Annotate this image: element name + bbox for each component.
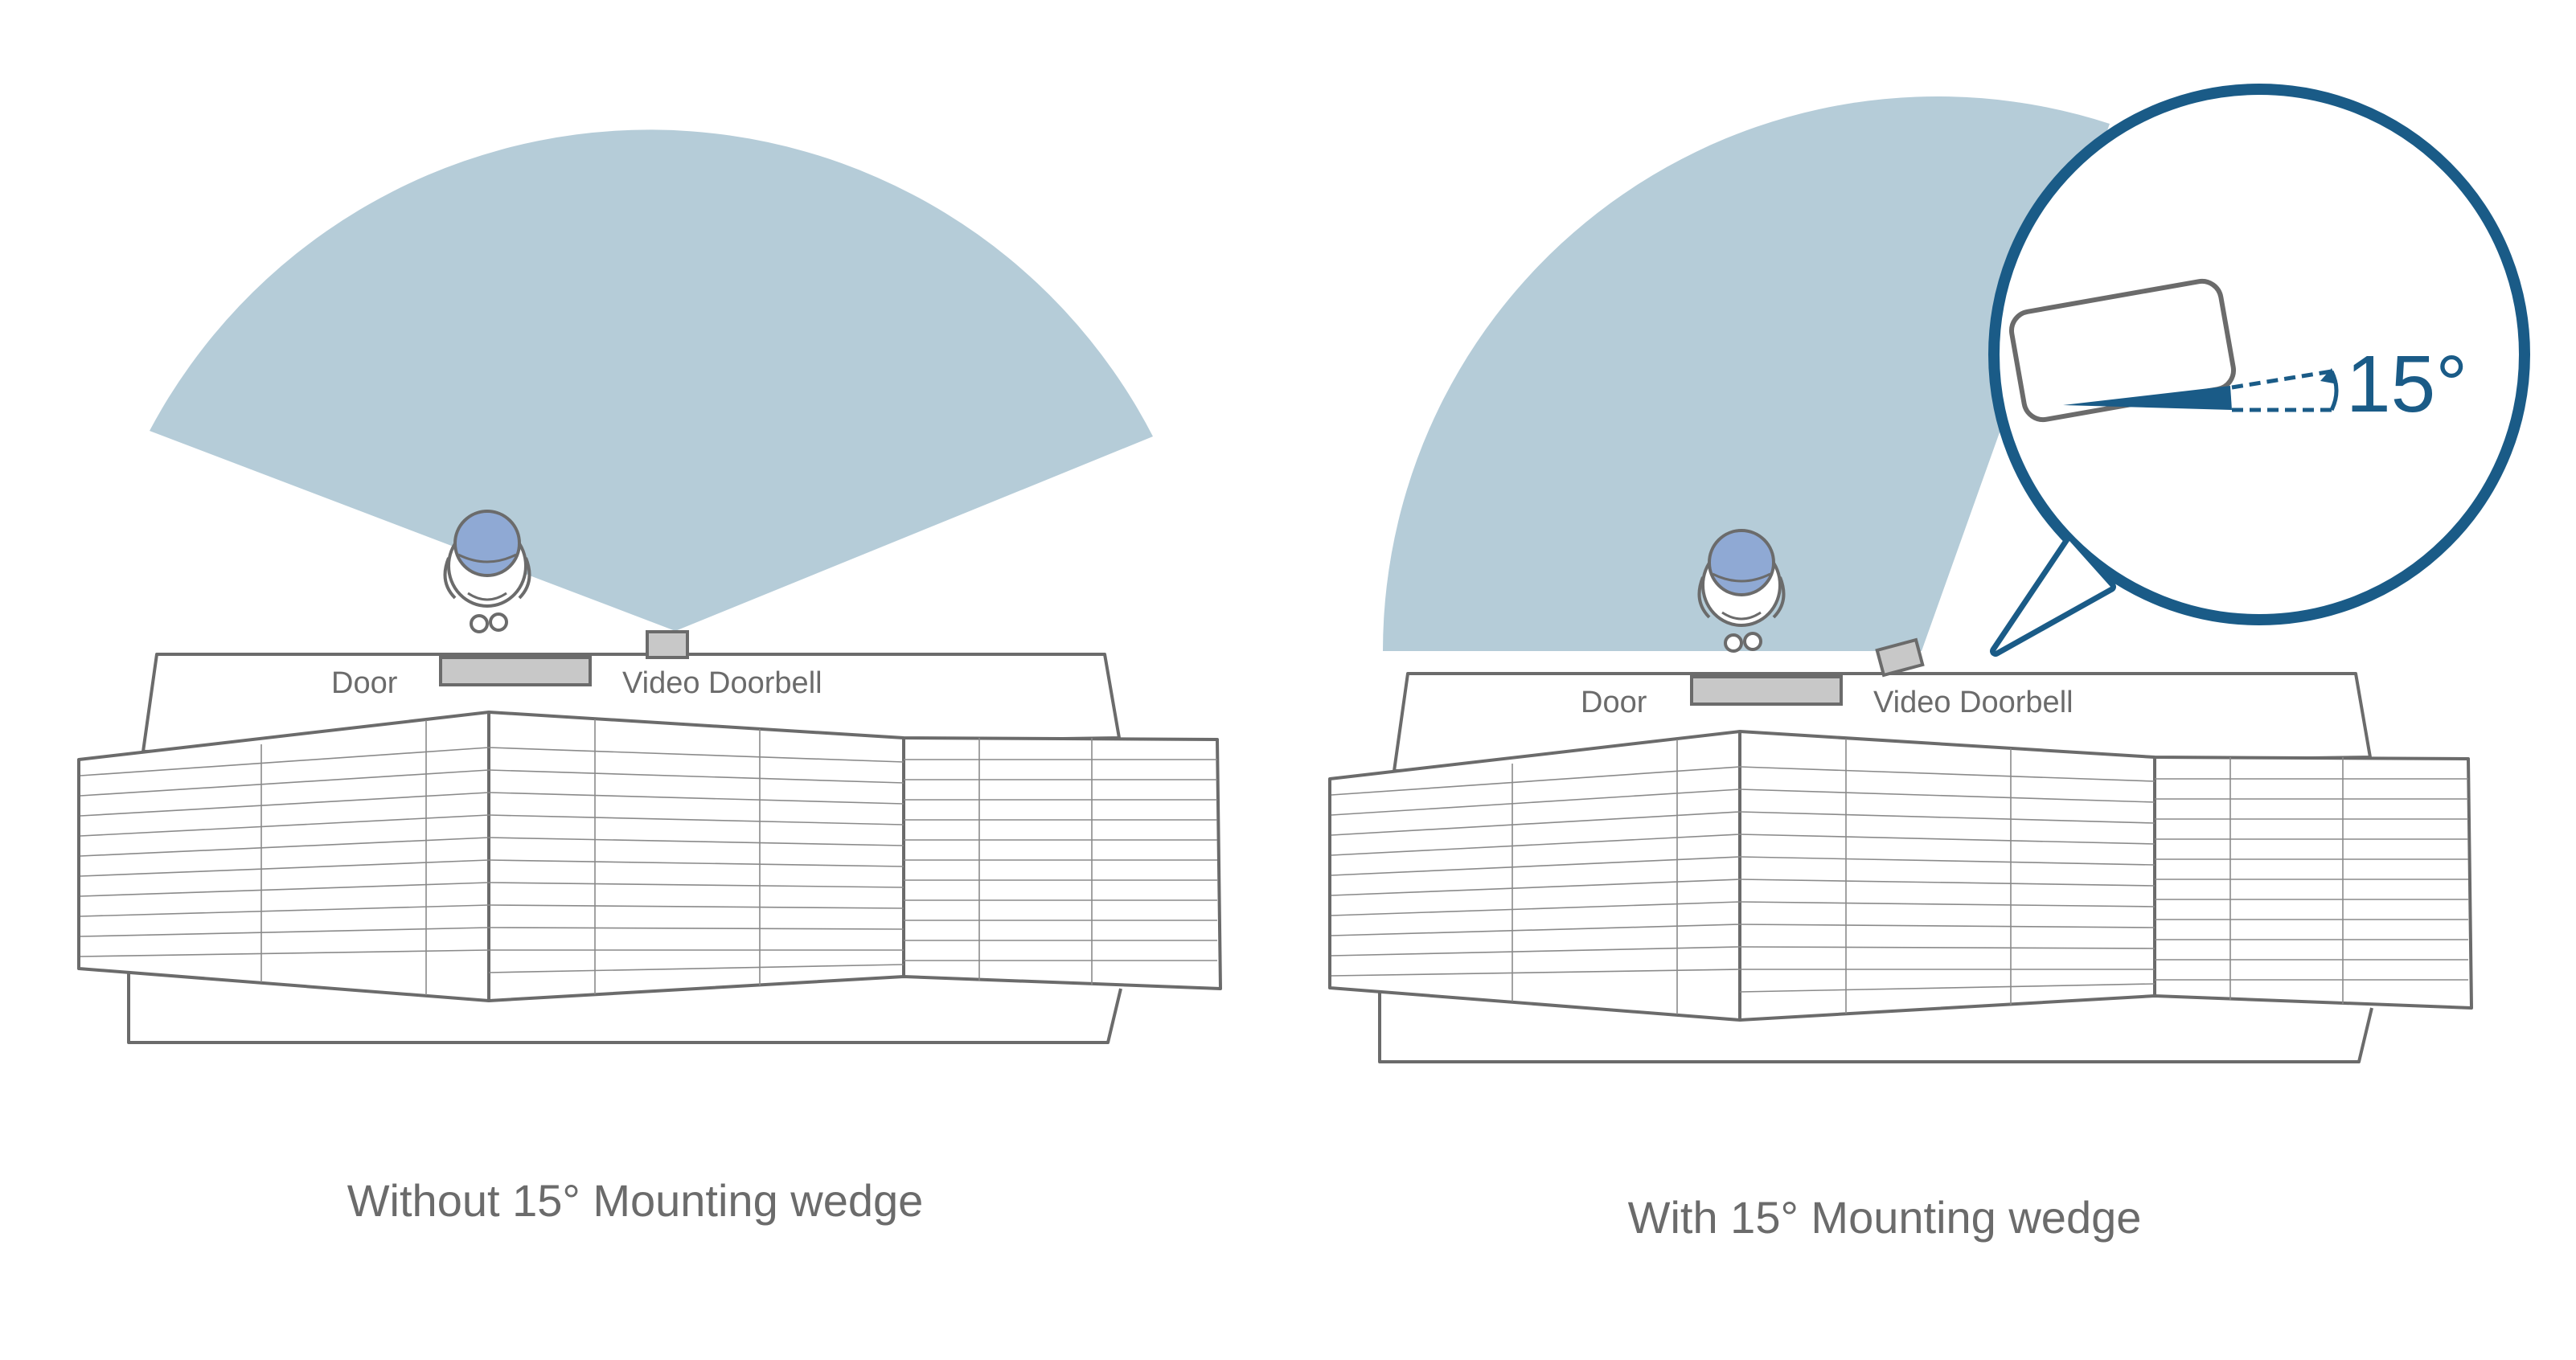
video-doorbell-device — [1875, 637, 1925, 678]
wedge-closeup — [2009, 278, 2339, 423]
caption-with-wedge: With 15° Mounting wedge — [1628, 1192, 2142, 1243]
person-icon — [443, 510, 531, 633]
video-doorbell-label: Video Doorbell — [622, 666, 822, 700]
door — [439, 656, 592, 686]
field-of-view — [150, 129, 1153, 631]
house-outline — [1328, 672, 2473, 1063]
angle-arrow-icon — [2320, 368, 2338, 384]
door-label: Door — [1581, 686, 1647, 719]
panel-without-wedge: Door Video Doorbell Without 15° Mounting… — [77, 129, 1222, 1226]
house-outline — [77, 653, 1222, 1044]
video-doorbell-device — [646, 630, 689, 659]
door-label: Door — [331, 666, 398, 700]
callout-bubble: 15° — [1988, 84, 2530, 657]
mounting-wedge — [2063, 386, 2232, 410]
field-of-view — [1382, 96, 2110, 652]
angle-label: 15° — [2346, 339, 2467, 429]
video-doorbell-label: Video Doorbell — [1873, 686, 2074, 719]
panel-with-wedge: Door Video Doorbell With 15° Mounting we… — [1328, 96, 2473, 1243]
caption-without-wedge: Without 15° Mounting wedge — [347, 1175, 924, 1226]
door — [1690, 675, 1843, 706]
